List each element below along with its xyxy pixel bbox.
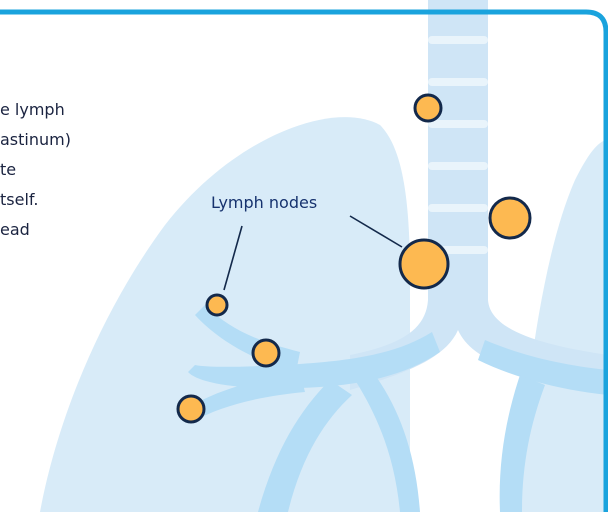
lymph-node (207, 295, 227, 315)
lymph-node (253, 340, 279, 366)
body-text-line: ead (0, 215, 120, 245)
body-text-line: tself. (0, 185, 120, 215)
lymph-nodes-label: Lymph nodes (211, 193, 317, 212)
body-text: e lymph astinum) te tself. ead (0, 95, 120, 245)
body-text-line: astinum) (0, 125, 120, 155)
lymph-node (178, 396, 204, 422)
right-side-lung (515, 140, 608, 512)
lymph-node (400, 240, 448, 288)
body-text-line: te (0, 155, 120, 185)
lymph-node (490, 198, 530, 238)
body-text-line: e lymph (0, 95, 120, 125)
lymph-node (415, 95, 441, 121)
